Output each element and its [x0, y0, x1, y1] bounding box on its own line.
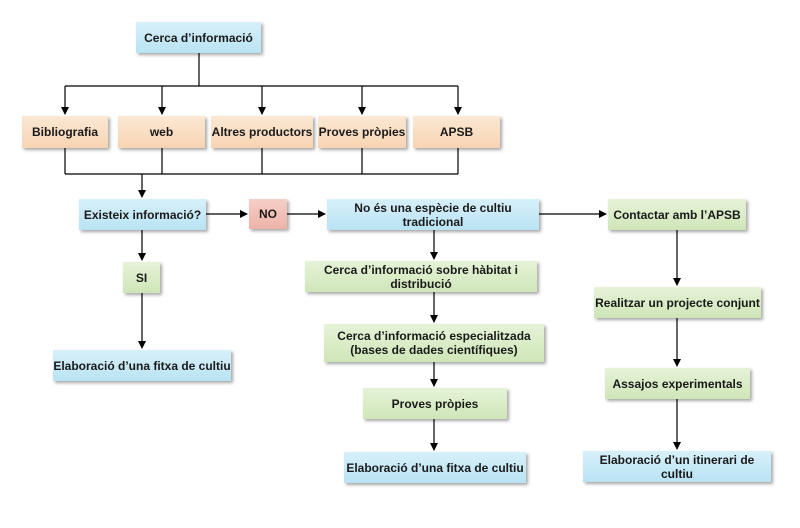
- middle-step-especialitzada: Cerca d’informació especialitzada (bases…: [324, 324, 544, 362]
- right-step-assajos: Assajos experimentals: [605, 368, 750, 399]
- right-step-projecte: Realitzar un projecte conjunt: [594, 287, 761, 318]
- source-proves-propies: Proves pròpies: [318, 116, 406, 148]
- yes-node: SI: [123, 262, 160, 293]
- source-bibliografia: Bibliografia: [22, 116, 108, 148]
- middle-header-node: No és una espècie de cultiu tradicional: [327, 199, 539, 230]
- middle-result-node: Elaboració d’una fitxa de cultiu: [344, 452, 526, 483]
- source-web: web: [118, 116, 205, 148]
- yes-result-node: Elaboració d’una fitxa de cultiu: [53, 350, 231, 381]
- source-apsb: APSB: [413, 116, 500, 148]
- right-header-node: Contactar amb l’APSB: [608, 199, 746, 230]
- middle-step-habitat: Cerca d’informació sobre hàbitat i distr…: [305, 261, 537, 292]
- root-node: Cerca d’informació: [136, 22, 261, 53]
- source-altres-productors: Altres productors: [211, 116, 313, 148]
- no-node: NO: [249, 199, 287, 229]
- middle-step-proves: Proves pròpies: [363, 388, 507, 419]
- question-node: Existeix informació?: [79, 199, 206, 230]
- right-result-node: Elaboració d’un itinerari de cultiu: [583, 451, 771, 482]
